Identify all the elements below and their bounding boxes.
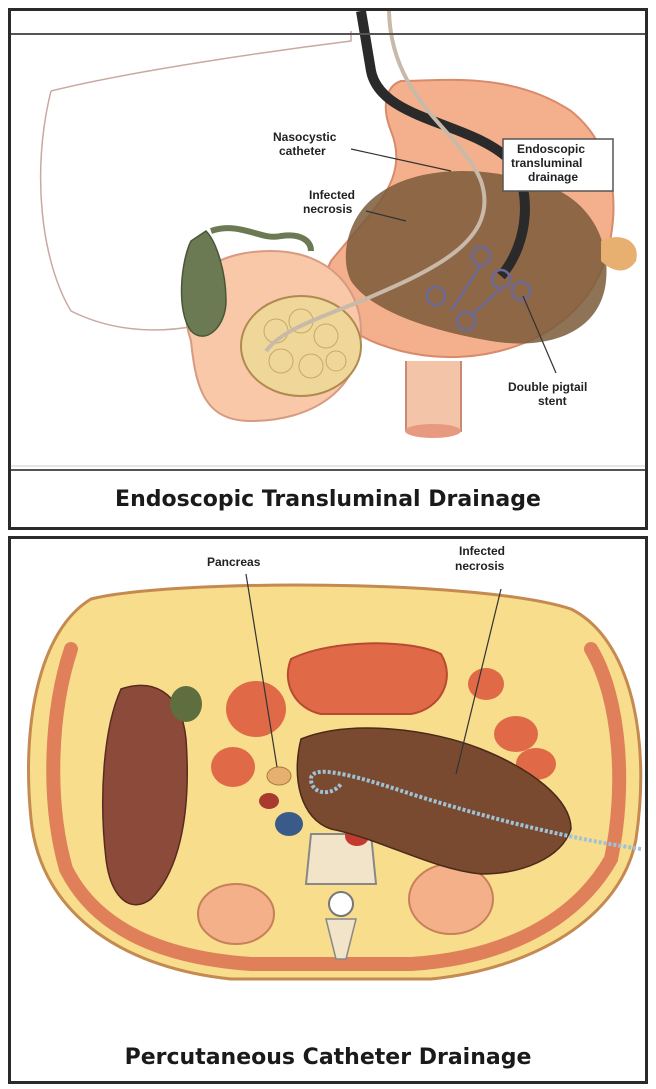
percutaneous-drainage-illustration: Pancreas Infected necrosis <box>11 539 645 1034</box>
endoscopic-label-line2: transluminal <box>511 156 582 170</box>
bowel-loop <box>226 681 286 737</box>
endoscopic-drainage-illustration: Nasocystic catheter Infected necrosis En… <box>11 11 645 481</box>
endoscopic-label-line3: drainage <box>528 170 578 184</box>
colon-1 <box>468 668 504 700</box>
colon-2 <box>494 716 538 752</box>
stomach <box>288 643 447 714</box>
caption-divider-top <box>11 469 645 471</box>
right-kidney <box>198 884 274 944</box>
spleen-tail <box>601 237 637 270</box>
infected-label-line2: necrosis <box>455 559 505 573</box>
pigtail-label-line1: Double pigtail <box>508 380 587 394</box>
nasocystic-label-line1: Nasocystic <box>273 130 337 144</box>
spinal-canal <box>329 892 353 916</box>
percutaneous-drainage-panel: Pancreas Infected necrosis Percutaneous … <box>8 536 648 1084</box>
vessel <box>406 361 461 431</box>
infected-label-line2: necrosis <box>303 202 353 216</box>
infected-label-line1: Infected <box>459 544 505 558</box>
pancreas <box>267 767 291 785</box>
gallbladder <box>170 686 202 722</box>
portal-vessel <box>259 793 279 809</box>
bile-duct <box>211 228 311 251</box>
vessel-opening <box>405 424 461 438</box>
gallbladder <box>182 231 226 336</box>
duodenum <box>211 747 255 787</box>
top-border-line <box>11 33 645 35</box>
endoscopic-label-line1: Endoscopic <box>517 142 585 156</box>
vena-cava <box>275 812 303 836</box>
endoscopic-caption: Endoscopic Transluminal Drainage <box>11 487 645 512</box>
nasocystic-label-line2: catheter <box>279 144 326 158</box>
pancreas-label: Pancreas <box>207 555 261 569</box>
endoscopic-drainage-panel: Nasocystic catheter Infected necrosis En… <box>8 8 648 530</box>
pancreas-head <box>241 296 361 396</box>
pigtail-label-line2: stent <box>538 394 567 408</box>
percutaneous-caption: Percutaneous Catheter Drainage <box>11 1045 645 1070</box>
infected-label-line1: Infected <box>309 188 355 202</box>
